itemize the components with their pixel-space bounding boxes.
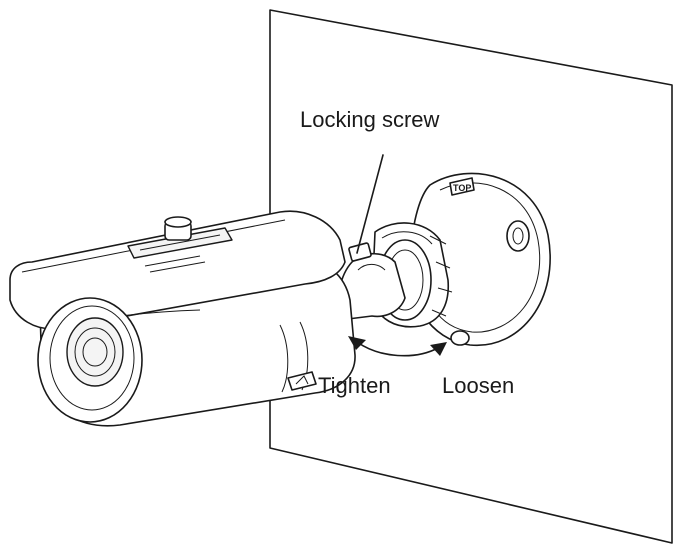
tighten-label: Tighten: [318, 373, 391, 398]
locking-screw-label: Locking screw: [300, 107, 440, 132]
loosen-label: Loosen: [442, 373, 514, 398]
rotation-arrow: [348, 336, 447, 357]
camera-body: [9, 210, 356, 427]
top-mark: TOP: [453, 183, 471, 193]
locking-screw-leader: [356, 154, 384, 254]
